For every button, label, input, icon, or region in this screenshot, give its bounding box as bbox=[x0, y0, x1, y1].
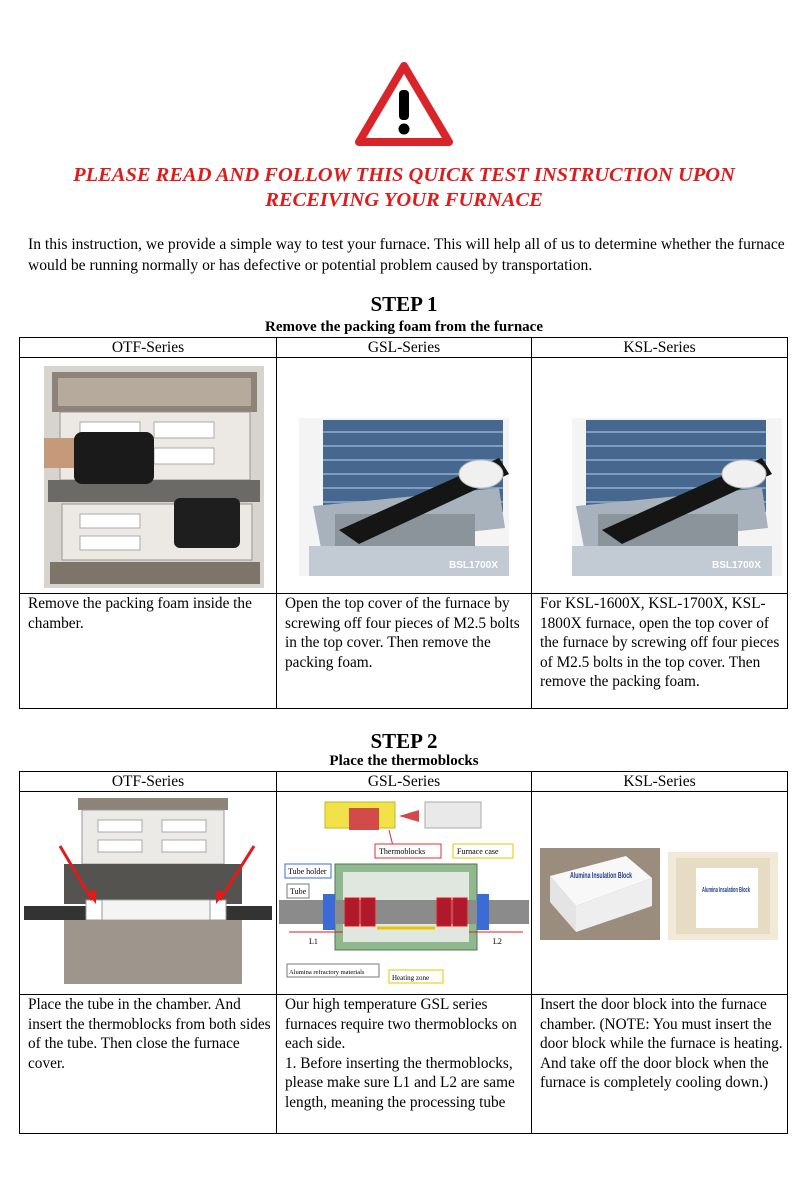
insulation-block-photo-1: Alumina Insulation Block bbox=[540, 848, 660, 940]
insulation-block-photo-2: Alumina Insulation Block bbox=[668, 852, 778, 940]
column-header-gsl: GSL-Series bbox=[276, 337, 532, 358]
gsl-step-1-description: Open the top cover of the furnace by scr… bbox=[285, 595, 520, 671]
otf-step-1-description: Remove the packing foam inside the chamb… bbox=[28, 595, 252, 632]
column-header-otf: OTF-Series bbox=[19, 337, 277, 358]
headline-line-1: PLEASE READ AND FOLLOW THIS QUICK TEST I… bbox=[73, 164, 735, 186]
step-2-subtitle: Place the thermoblocks bbox=[329, 753, 479, 769]
label-thermoblocks: Thermoblocks bbox=[379, 847, 425, 856]
step-2-table: OTF-Series GSL-Series KSL-Series bbox=[19, 771, 788, 1134]
label-tube: Tube bbox=[290, 887, 307, 896]
furnace-model-plate: BSL1700X bbox=[712, 560, 761, 571]
ksl-foam-photo: BSL1700X bbox=[532, 358, 787, 593]
intro-paragraph: In this instruction, we provide a simple… bbox=[28, 236, 785, 274]
insulation-block-label: Alumina Insulation Block bbox=[702, 887, 750, 894]
ksl-step-2-description: Insert the door block into the furnace c… bbox=[540, 996, 783, 1092]
ksl-furnace-photo: BSL1700X bbox=[572, 418, 782, 576]
gsl-foam-photo: BSL1700X bbox=[277, 358, 531, 593]
ksl-door-block-photos: Alumina Insulation Block Alumina Insulat… bbox=[532, 792, 787, 994]
headline-line-2: RECEIVING YOUR FURNACE bbox=[265, 189, 543, 211]
insulation-block-label: Alumina Insulation Block bbox=[570, 871, 632, 880]
label-alumina-refractory: Alumina refractory materials bbox=[289, 969, 365, 976]
page-headline: PLEASE READ AND FOLLOW THIS QUICK TEST I… bbox=[0, 163, 808, 213]
otf-thermoblock-photo bbox=[20, 792, 276, 994]
gsl-step-2-description: Our high temperature GSL series furnaces… bbox=[285, 996, 517, 1111]
label-furnace-case: Furnace case bbox=[457, 847, 499, 856]
column-header-otf: OTF-Series bbox=[19, 771, 277, 792]
gsl-thermoblock-diagram: Thermoblocks Furnace case Tube holder Tu… bbox=[277, 792, 531, 994]
step-2-title: STEP 2 bbox=[370, 729, 438, 753]
ksl-step-1-description: For KSL-1600X, KSL-1700X, KSL-1800X furn… bbox=[540, 595, 780, 691]
warning-icon bbox=[355, 62, 453, 146]
label-l2: L2 bbox=[493, 937, 502, 946]
otf-foam-photo bbox=[20, 358, 276, 593]
column-header-ksl: KSL-Series bbox=[531, 771, 788, 792]
otf-tube-photo bbox=[24, 796, 272, 990]
gsl-furnace-photo: BSL1700X bbox=[299, 418, 509, 576]
gsl-thermoblock-schematic: Thermoblocks Furnace case Tube holder Tu… bbox=[279, 794, 529, 992]
step-1-title: STEP 1 bbox=[370, 292, 438, 316]
column-header-ksl: KSL-Series bbox=[531, 337, 788, 358]
step-1-subtitle: Remove the packing foam from the furnace bbox=[264, 319, 543, 335]
otf-step-2-description: Place the tube in the chamber. And inser… bbox=[28, 996, 271, 1072]
label-heating-zone: Heating zone bbox=[392, 974, 429, 982]
step-1-table: OTF-Series GSL-Series KSL-Series bbox=[19, 337, 788, 709]
column-header-gsl: GSL-Series bbox=[276, 771, 532, 792]
label-l1: L1 bbox=[309, 937, 318, 946]
label-tube-holder: Tube holder bbox=[288, 867, 327, 876]
otf-furnace-open-photo bbox=[44, 366, 264, 588]
furnace-model-plate: BSL1700X bbox=[449, 560, 498, 571]
